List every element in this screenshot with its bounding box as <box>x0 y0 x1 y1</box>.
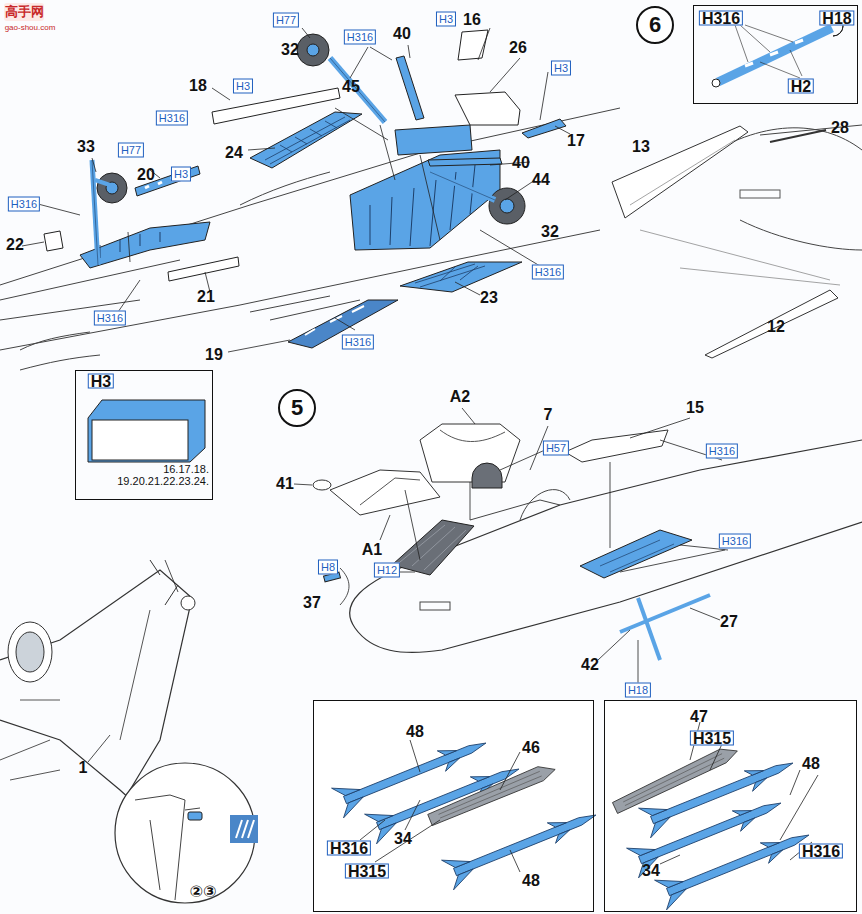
part-number: 15 <box>686 399 704 417</box>
part-number: 37 <box>303 594 321 612</box>
paint-code: H3 <box>233 79 253 94</box>
part-number: 48 <box>406 723 424 741</box>
paint-code: H316 <box>327 841 371 856</box>
part-number: A1 <box>362 541 382 559</box>
part-number: 44 <box>532 171 550 189</box>
paint-code: H315 <box>690 731 734 746</box>
part-number: 26 <box>509 39 527 57</box>
part-number: 13 <box>632 138 650 156</box>
detail-panel: 47H315 48H316 34 <box>604 700 857 912</box>
part-number: 32 <box>541 223 559 241</box>
part-number: 28 <box>831 119 849 137</box>
paint-code: H77 <box>273 13 299 28</box>
part-number: 45 <box>342 78 360 96</box>
part-number: 24 <box>225 144 243 162</box>
paint-code: H3 <box>171 167 191 182</box>
detail-panel: H316 H18H2 <box>693 5 858 104</box>
part-number: 20 <box>137 166 155 184</box>
part-number: 41 <box>276 475 294 493</box>
part-number: 48 <box>522 872 540 890</box>
paint-code: H57 <box>543 441 569 456</box>
part-number: 23 <box>480 289 498 307</box>
paint-code: H3 <box>551 61 571 76</box>
paint-code: H3 <box>88 374 114 389</box>
step-number-text: 6 <box>649 12 661 38</box>
part-number: ②③ <box>189 883 216 901</box>
part-number: 47 <box>690 708 708 726</box>
part-number: 16.17.18. 19.20.21.22.23.24. <box>84 463 209 487</box>
part-number: 46 <box>522 739 540 757</box>
part-number: 40 <box>393 25 411 43</box>
step-number-text: 5 <box>291 395 303 421</box>
step-number: 6 <box>636 6 674 44</box>
paint-code: H316 <box>156 111 188 126</box>
part-number: 12 <box>767 318 785 336</box>
detail-panel: 48 46H316 34H315 48 <box>313 700 594 912</box>
part-number: A2 <box>450 388 470 406</box>
paint-code: H316 <box>706 444 738 459</box>
paint-code: H2 <box>788 79 814 94</box>
part-number: 48 <box>802 755 820 773</box>
paint-code: H316 <box>8 197 40 212</box>
part-number: 22 <box>6 236 24 254</box>
part-number: 32 <box>281 41 299 59</box>
watermark: gao-shou.com <box>5 24 56 33</box>
paint-code: H18 <box>819 11 854 26</box>
watermark: 高手网 <box>5 5 44 19</box>
part-number: 27 <box>720 613 738 631</box>
part-number: 40 <box>512 154 530 172</box>
paint-code: H316 <box>94 311 126 326</box>
paint-code: H12 <box>374 563 400 578</box>
part-number: 17 <box>567 132 585 150</box>
detail-panel: H3 16.17.18. 19.20.21.22.23.24. <box>75 370 213 500</box>
paint-code: H315 <box>345 864 389 879</box>
part-number: 19 <box>205 346 223 364</box>
paint-code: H316 <box>799 844 843 859</box>
paint-code: H18 <box>625 683 651 698</box>
part-number: 34 <box>642 862 660 880</box>
part-number: 34 <box>394 830 412 848</box>
paint-code: H8 <box>318 560 338 575</box>
part-number: 42 <box>581 656 599 674</box>
step-number: 5 <box>278 389 316 427</box>
paint-code: H316 <box>342 335 374 350</box>
part-number: 21 <box>197 288 215 306</box>
part-number: 1 <box>79 759 88 777</box>
paint-code: H316 <box>699 11 743 26</box>
paint-code: H316 <box>344 30 376 45</box>
part-number: 33 <box>77 138 95 156</box>
part-number: 7 <box>544 406 553 424</box>
paint-code: H316 <box>719 534 751 549</box>
paint-code: H316 <box>532 265 564 280</box>
paint-code: H3 <box>436 12 456 27</box>
paint-code: H77 <box>118 143 144 158</box>
part-number: 16 <box>463 11 481 29</box>
part-number: 18 <box>189 77 207 95</box>
